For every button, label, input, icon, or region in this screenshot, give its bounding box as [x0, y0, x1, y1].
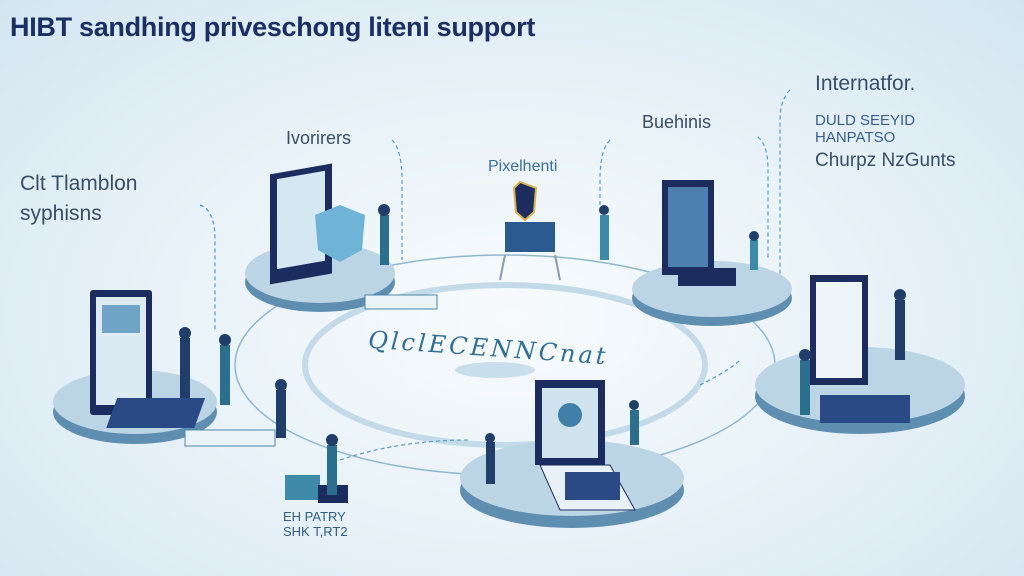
label-bottom-line1: EH PATRY	[283, 509, 346, 524]
label-left-line1: Clt Tlamblon	[20, 172, 138, 195]
label-bottom-line2: SHK T,RT2	[283, 523, 348, 539]
avatar	[558, 403, 582, 427]
inner-ring	[302, 282, 708, 448]
platform-top-center	[499, 180, 561, 281]
label-right-line1: DULD SEEYID	[815, 112, 916, 129]
leader-lines	[199, 89, 791, 461]
label-right-block: DULD SEEYID HANPATSO	[815, 112, 915, 147]
page-title: HIBT sandhing priveschong liteni support	[10, 12, 536, 42]
people	[179, 204, 906, 495]
label-right-line2: HANPATSO	[815, 129, 896, 147]
platform-top-right	[632, 180, 792, 326]
label-left: Clt Tlamblon syphisns	[20, 172, 138, 226]
shield-icon	[315, 205, 365, 262]
label-right-title: Internatfor.	[815, 72, 916, 95]
label-left-line2: syphisns	[20, 202, 102, 226]
printer-station	[285, 475, 348, 503]
center-pad	[455, 362, 535, 378]
label-bottom: EH PATRY SHK T,RT2	[283, 509, 348, 540]
platform-top-left	[245, 163, 438, 312]
label-top-right: Buehinis	[642, 112, 712, 132]
label-right-line3: Churpz NzGunts	[815, 150, 956, 171]
platform-left	[53, 290, 276, 447]
platform-bottom-center	[460, 380, 684, 528]
shield-icon	[512, 180, 538, 222]
label-top-center: Pixelhenti	[488, 158, 558, 175]
label-top-left: Ivorirers	[286, 128, 352, 148]
